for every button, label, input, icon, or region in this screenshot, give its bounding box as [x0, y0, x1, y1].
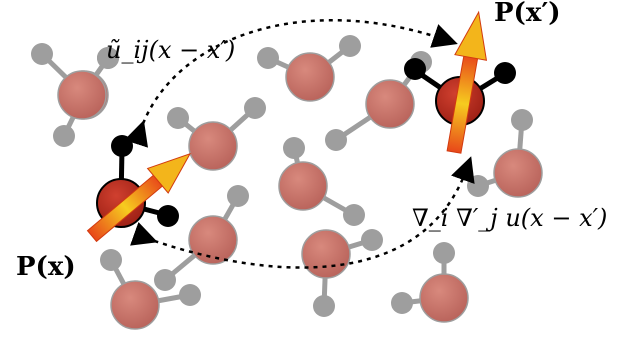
- hydrogen-atom: [325, 129, 347, 151]
- oxygen-atom: [493, 148, 543, 198]
- water-molecule: [100, 249, 201, 330]
- hydrogen-atom: [404, 58, 426, 80]
- label-grad-u: ∇_i ∇′_j u(x − x′): [412, 204, 608, 232]
- oxygen-atom: [285, 52, 335, 102]
- hydrogen-atom: [100, 249, 122, 271]
- hydrogen-atom: [227, 185, 249, 207]
- hydrogen-atom: [154, 269, 176, 291]
- water-molecule: [57, 47, 119, 120]
- hydrogen-atom: [391, 292, 413, 314]
- water-molecule: [467, 109, 543, 198]
- hydrogen-atom: [257, 47, 279, 69]
- dipole-arrow-xprime: [446, 10, 488, 154]
- hydrogen-atom: [167, 107, 189, 129]
- oxygen-atom: [110, 280, 160, 330]
- oxygen-atom: [188, 215, 238, 265]
- hydrogen-atom: [343, 204, 365, 226]
- label-u-tilde: ũ_ij(x − x′): [106, 36, 236, 64]
- dashed-connector-bottom: [130, 156, 475, 269]
- water-molecule: [301, 229, 383, 317]
- oxygen-atom: [365, 79, 415, 129]
- water-molecule: [257, 35, 361, 102]
- hydrogen-atom: [157, 205, 179, 227]
- oxygen-atom: [188, 121, 238, 171]
- hydrogen-atom: [313, 295, 335, 317]
- hydrogen-atom: [244, 97, 266, 119]
- hydrogen-atom: [53, 125, 75, 147]
- label-p-x: P(x): [16, 252, 76, 282]
- hydrogen-atom: [339, 35, 361, 57]
- oxygen-atom: [419, 273, 469, 323]
- hydrogen-atom: [283, 137, 305, 159]
- hydrogen-atom: [179, 284, 201, 306]
- water-molecule: [391, 242, 469, 323]
- oxygen-atom: [301, 229, 351, 279]
- hydrogen-atom: [31, 43, 53, 65]
- hydrogen-atom: [111, 135, 133, 157]
- water-molecule: [154, 185, 249, 291]
- hydrogen-atom: [494, 62, 516, 84]
- hydrogen-atom: [361, 229, 383, 251]
- dipole-arrow-x: [86, 152, 192, 243]
- hydrogen-atom: [511, 109, 533, 131]
- dashed-connector-top: [124, 19, 458, 148]
- oxygen-atom: [278, 161, 328, 211]
- oxygen-atom: [57, 70, 107, 120]
- hydrogen-atom: [467, 175, 489, 197]
- water-molecule: [278, 137, 365, 226]
- hydrogen-atom: [97, 47, 119, 69]
- label-p-xprime: P(x′): [494, 0, 561, 28]
- hydrogen-atom: [433, 242, 455, 264]
